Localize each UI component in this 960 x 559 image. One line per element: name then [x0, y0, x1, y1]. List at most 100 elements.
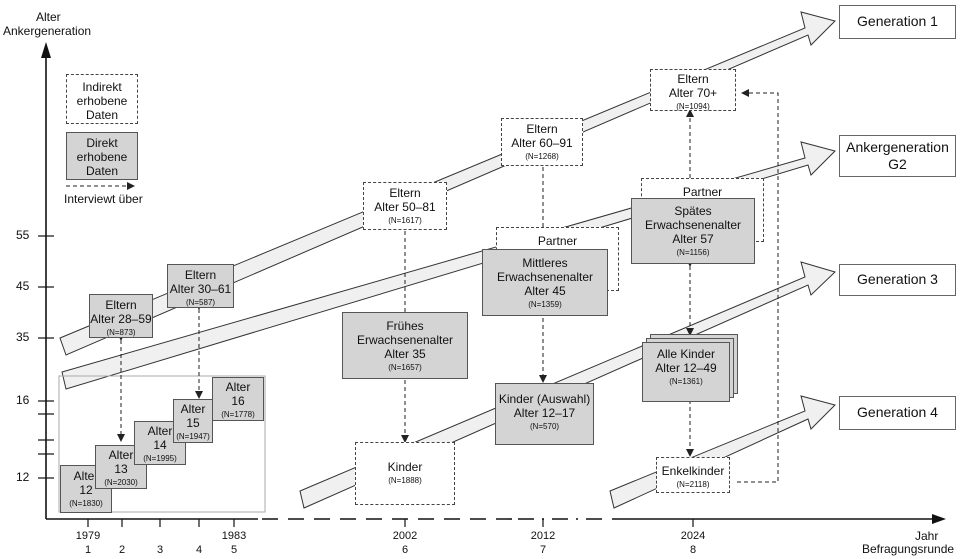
child-age-n: (N=1778) [221, 410, 255, 420]
x-tick-year: 2024 [680, 530, 706, 542]
x-tick-year: 2012 [530, 530, 556, 542]
parents-line1: Eltern [389, 186, 421, 200]
generation-2-label: Ankergeneration G2 [839, 135, 956, 177]
child-age-line1: Alter [108, 448, 134, 462]
parents-line2: Alter 60–91 [511, 136, 573, 151]
kids-n: (N=570) [529, 422, 560, 432]
child-age-line1: Alter [225, 380, 251, 394]
parents-line1: Eltern [677, 72, 709, 86]
generation-1-label: Generation 1 [839, 5, 956, 39]
generation-3-label: Generation 3 [839, 264, 956, 296]
x-tick-round: 6 [401, 543, 409, 556]
parents-line2: Alter 50–81 [374, 200, 436, 215]
anchor-line3: Alter 45 [524, 284, 566, 299]
parents-line2: Alter 70+ [668, 86, 718, 101]
generation-4-label: Generation 4 [839, 396, 956, 430]
parents-line1: Eltern [526, 122, 558, 136]
child-age-line2: 15 [186, 416, 200, 431]
child-age-13-box: Alter 13 (N=2030) [95, 445, 147, 489]
x-tick-round: 7 [539, 543, 547, 556]
child-age-line1: Alter [73, 469, 99, 483]
anchor-line2: Erwachsenenalter [496, 270, 594, 285]
legend-direct-box: Direkt erhobene Daten [66, 132, 138, 180]
anchor-line3: Alter 57 [672, 232, 714, 247]
parents-2002-box: Eltern Alter 50–81 (N=1617) [363, 182, 447, 230]
kids-n: (N=1888) [388, 476, 422, 486]
parents-n: (N=1094) [676, 102, 710, 112]
x-tick-round-2: 2 [104, 530, 140, 558]
anchor-n: (N=1156) [676, 248, 710, 258]
x-tick-round-3: 3 [142, 530, 178, 558]
kids-line2: Alter 12–49 [655, 361, 717, 376]
y-tick-label-35: 35 [16, 330, 30, 344]
child-age-line2: 12 [79, 483, 93, 498]
child-age-line1: Alter [147, 424, 173, 438]
kids-2012-box: Kinder (Auswahl) Alter 12–17 (N=570) [495, 383, 594, 445]
parents-n: (N=1617) [388, 216, 422, 226]
y-axis-title-line2: Ankergeneration [3, 24, 92, 38]
kids-2002-box: Kinder (N=1888) [355, 442, 455, 505]
parents-line2: Alter 28–59 [90, 312, 152, 327]
child-age-15-box: Alter 15 (N=1947) [173, 399, 213, 443]
parents-n: (N=1268) [525, 152, 559, 162]
child-age-n: (N=1830) [69, 499, 103, 509]
parents-round5-box: Eltern Alter 30–61 (N=587) [167, 264, 234, 308]
anchor-2002-box: Frühes Erwachsenenalter Alter 35 (N=1657… [342, 312, 468, 379]
early-rounds-frame [58, 375, 266, 513]
generation-2-band-arrow [61, 141, 836, 390]
x-axis-ticks [87, 519, 694, 527]
anchor-line3: Alter 35 [384, 347, 426, 362]
x-tick-round-4: 4 [181, 530, 217, 558]
generation-2-label-line1: Ankergeneration [846, 138, 949, 155]
child-age-line2: 16 [231, 394, 245, 409]
x-tick-round: 8 [689, 543, 697, 556]
kids-line1: Kinder [387, 460, 423, 474]
y-tick-label-45: 45 [16, 279, 30, 293]
child-age-16-box: Alter 16 (N=1778) [212, 377, 264, 421]
parents-n: (N=587) [185, 298, 216, 308]
x-tick-2012: 2012 7 [525, 530, 561, 558]
x-tick-year: 2002 [392, 530, 418, 542]
child-age-line2: 13 [114, 462, 128, 477]
parents-line2: Alter 30–61 [169, 282, 232, 297]
x-axis-title-line2: Befragungsrunde [862, 542, 955, 556]
anchor-2012-box: Mittleres Erwachsenenalter Alter 45 (N=1… [482, 249, 608, 316]
child-age-line2: 14 [153, 438, 167, 453]
anchor-line1: Spätes [674, 204, 712, 218]
kids-line2: Alter 12–17 [513, 406, 576, 421]
y-tick-label-12: 12 [16, 470, 30, 484]
x-tick-round: 1 [84, 543, 92, 556]
x-tick-2024: 2024 8 [675, 530, 711, 558]
x-axis-arrowhead [932, 514, 946, 524]
x-tick-round: 4 [195, 543, 203, 556]
parents-2024-box: Eltern Alter 70+ (N=1094) [650, 69, 736, 111]
y-tick-label-16: 16 [16, 393, 30, 407]
child-age-n: (N=2030) [104, 478, 138, 488]
parents-2012-box: Eltern Alter 60–91 (N=1268) [501, 118, 583, 166]
anchor-line1: Mittleres [522, 256, 568, 270]
y-axis-title-line1: Alter [36, 10, 61, 24]
x-tick-1983: 1983 5 [216, 530, 252, 558]
anchor-n: (N=1359) [528, 300, 562, 310]
x-tick-round: 5 [230, 543, 238, 556]
child-age-line1: Alter [180, 402, 206, 416]
parents-round1-box: Eltern Alter 28–59 (N=873) [89, 294, 153, 338]
parents-line1: Eltern [184, 268, 217, 282]
child-age-n: (N=1947) [176, 432, 210, 442]
x-tick-2002: 2002 6 [387, 530, 423, 558]
kids-n: (N=1361) [669, 377, 703, 387]
kids-line1: Alle Kinder [656, 347, 716, 361]
anchor-line2: Erwachsenenalter [644, 218, 742, 233]
grandkids-2024-box: Enkelkinder (N=2118) [656, 457, 730, 493]
generation-2-label-line2: G2 [888, 156, 907, 172]
anchor-line2: Erwachsenenalter [356, 333, 454, 348]
child-age-12-box: Alter 12 (N=1830) [60, 465, 112, 513]
x-tick-year: 1979 [75, 530, 101, 542]
grandkids-n: (N=2118) [676, 480, 710, 490]
parents-line1: Eltern [105, 298, 137, 312]
connector-2024-grandkids-parents-loop [737, 89, 779, 483]
x-tick-round: 2 [118, 543, 126, 556]
kids-2024-box: Alle Kinder Alter 12–49 (N=1361) [642, 342, 730, 402]
child-age-14-box: Alter 14 (N=1995) [134, 421, 186, 465]
x-tick-round: 3 [156, 543, 164, 556]
